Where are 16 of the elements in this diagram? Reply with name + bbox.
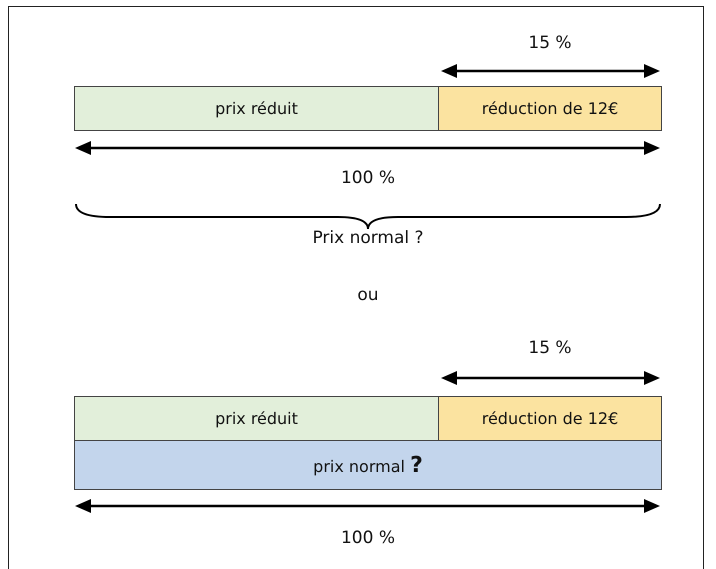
bar-label: réduction de 12€ [482,99,618,118]
percentage-label: 15 % [528,338,572,358]
bar-segment [438,396,662,441]
percentage-label: 15 % [528,33,572,53]
bar-segment [438,86,662,131]
bar-label: prix réduit [215,99,298,118]
percentage-label: 100 % [341,528,395,548]
percentage-label: 100 % [341,168,395,188]
bar-label: prix normal ? [313,452,423,478]
bar-segment [74,86,439,131]
bar-segment [74,396,439,441]
bar-segment [74,440,662,490]
bar-label: réduction de 12€ [482,409,618,428]
connector-word: ou [357,285,379,305]
bar-label: prix réduit [215,409,298,428]
brace-label: Prix normal ? [312,228,424,248]
